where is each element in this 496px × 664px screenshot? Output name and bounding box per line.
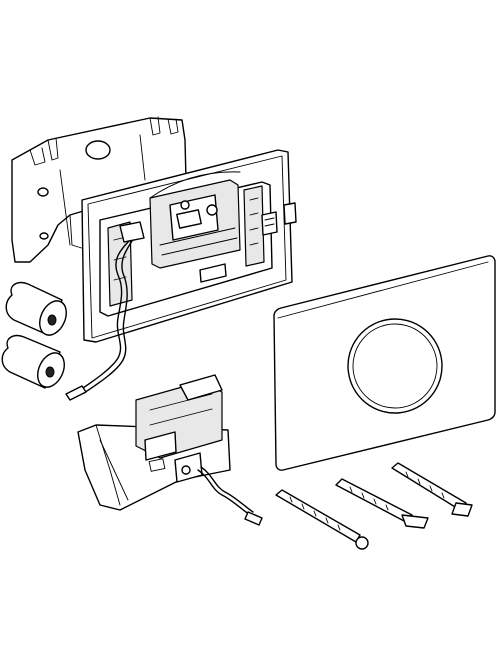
frame-cable: [65, 221, 145, 401]
fixing-pin: [275, 489, 369, 550]
fixing-pin: [335, 478, 429, 529]
control-unit-cable: [197, 466, 263, 526]
control-unit: [77, 374, 231, 511]
fixing-pin: [391, 462, 473, 517]
back-mounting-plate: [11, 116, 187, 263]
battery-cell: [5, 281, 67, 336]
battery-cell: [1, 334, 65, 389]
cover-plate: [273, 255, 496, 471]
